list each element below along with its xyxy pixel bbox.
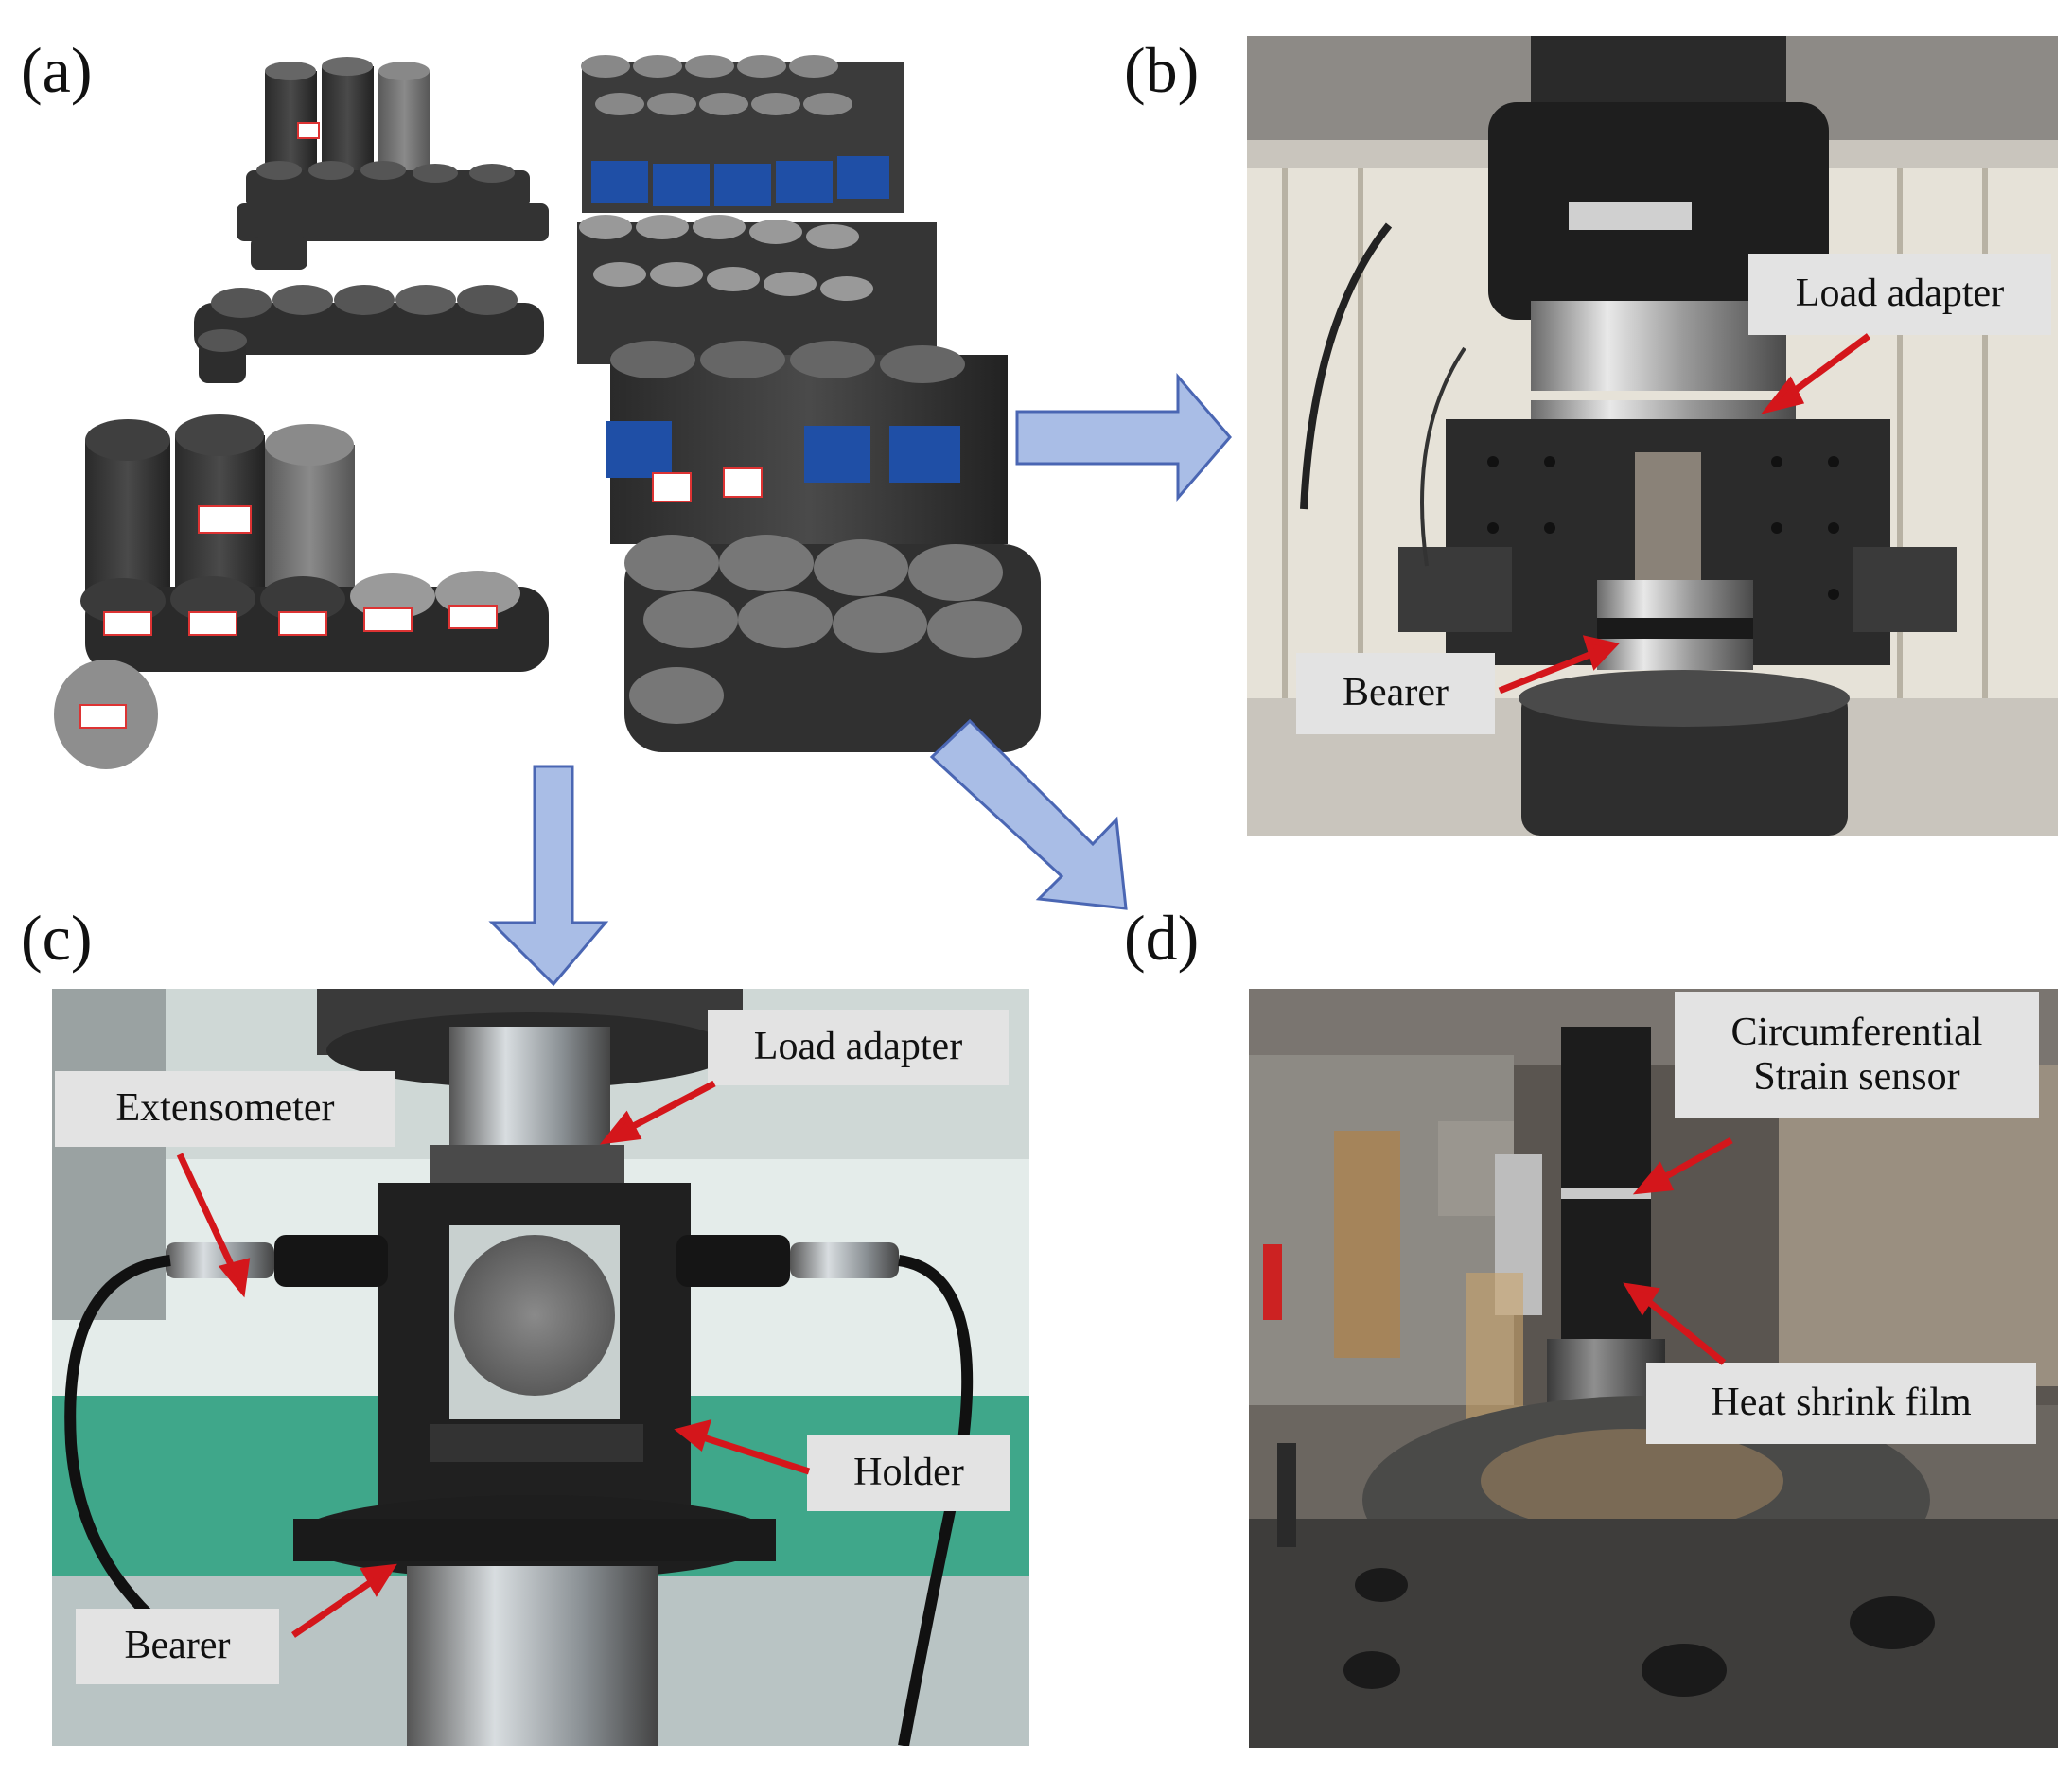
- circumferential-sensor-label-d: Circumferential Strain sensor: [1675, 992, 2039, 1118]
- load-adapter-text-c: Load adapter: [753, 1025, 963, 1069]
- heat-shrink-label-d: Heat shrink film: [1646, 1363, 2036, 1444]
- heat-shrink-text-d: Heat shrink film: [1711, 1381, 1972, 1425]
- load-adapter-text-b: Load adapter: [1795, 272, 2005, 316]
- brazilian-test-photo: [52, 989, 1029, 1746]
- rock-specimens-illustration: [54, 55, 1041, 769]
- holder-label-c: Holder: [807, 1435, 1010, 1511]
- bearer-text-c: Bearer: [124, 1624, 231, 1668]
- circumferential-text-line2: Strain sensor: [1753, 1055, 1960, 1099]
- holder-text-c: Holder: [853, 1451, 964, 1495]
- extensometer-label-c: Extensometer: [55, 1071, 395, 1147]
- panel-label-c: (c): [21, 902, 93, 974]
- panel-label-b: (b): [1124, 34, 1200, 106]
- bearer-text-b: Bearer: [1343, 671, 1449, 715]
- bearer-label-b: Bearer: [1296, 653, 1495, 734]
- rock-specimens-photo: [47, 52, 1050, 781]
- flow-arrow-down-icon: [488, 765, 609, 987]
- load-adapter-label-c: Load adapter: [708, 1010, 1009, 1085]
- load-adapter-label-b: Load adapter: [1748, 254, 2051, 335]
- circumferential-text-line1: Circumferential: [1730, 1010, 1983, 1054]
- panel-label-d: (d): [1124, 902, 1200, 974]
- extensometer-text-c: Extensometer: [115, 1086, 335, 1131]
- bearer-label-c: Bearer: [76, 1609, 279, 1684]
- brazilian-test-illustration: [52, 989, 1029, 1746]
- panel-label-a: (a): [21, 34, 93, 106]
